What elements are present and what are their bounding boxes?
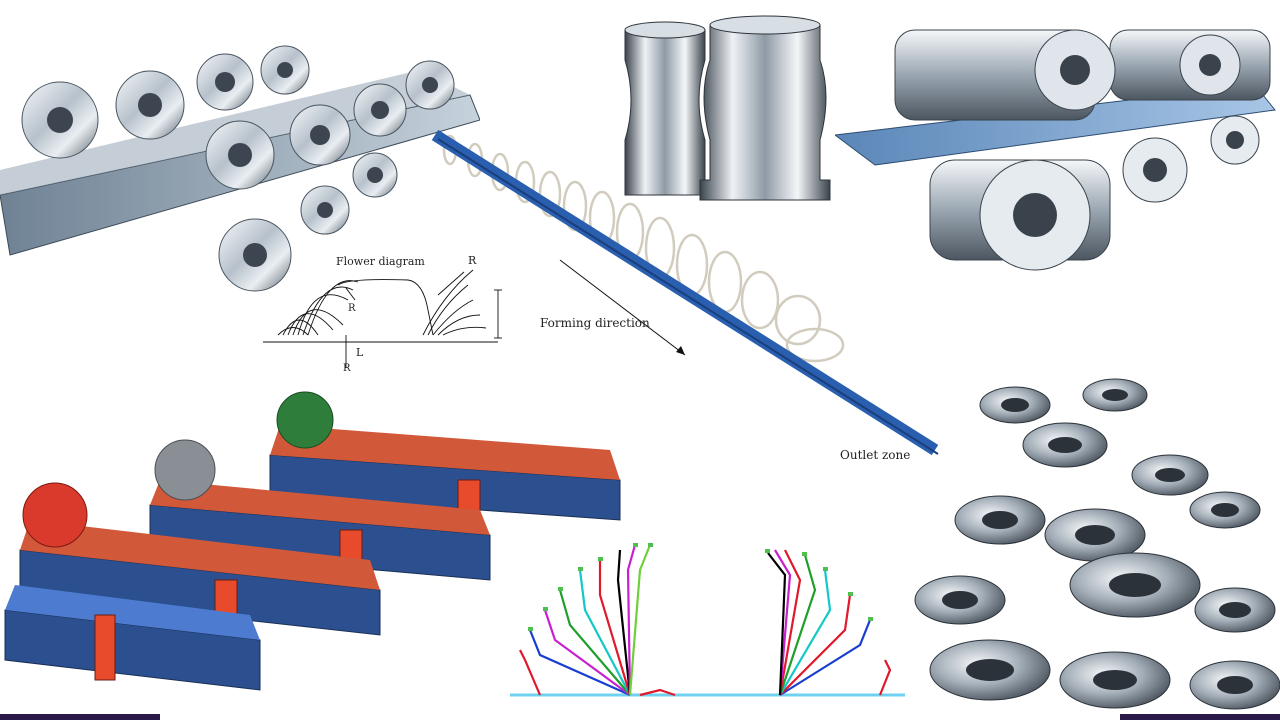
length-label: L	[356, 346, 364, 359]
steel-roller-icon	[21, 45, 455, 159]
flower-diagram-label: Flower diagram	[336, 255, 425, 268]
forming-rolls-photo	[615, 10, 840, 210]
radius-label-inner: R	[348, 303, 356, 314]
radius-label-bottom: R	[343, 363, 351, 374]
roll-forming-machines-illustration	[0, 385, 640, 715]
forming-direction-arrow	[559, 259, 686, 356]
roll-forming-machine-icon	[19, 482, 381, 641]
roll-forming-machine-icon	[4, 585, 261, 691]
roll-forming-machine-icon	[269, 391, 621, 541]
profile-flower-diagram	[500, 535, 920, 705]
blue-strip	[431, 129, 939, 456]
steel-rolls-pile-photo	[905, 370, 1280, 715]
bottom-accent-right	[1120, 714, 1280, 720]
roll-stands-illustration	[835, 10, 1280, 280]
forming-direction-label: Forming direction	[540, 316, 650, 330]
bottom-accent-left	[0, 714, 160, 720]
steel-roller-icon	[1034, 29, 1241, 111]
bottom-accent-bar	[0, 714, 1280, 720]
steel-roller-icon	[979, 115, 1260, 271]
radius-label-top: R	[468, 254, 477, 267]
outlet-zone-label: Outlet zone	[840, 448, 911, 462]
forming-stations-diagram: Forming direction Outlet zone	[420, 120, 960, 470]
steel-roller-icon	[699, 15, 831, 201]
steel-roller-icon	[914, 378, 1280, 710]
roll-forming-machine-icon	[149, 439, 491, 591]
roller-conveyor-illustration	[0, 30, 480, 300]
flower-diagram: Flower diagram R R L R	[258, 250, 508, 380]
steel-roller-icon	[205, 83, 407, 292]
